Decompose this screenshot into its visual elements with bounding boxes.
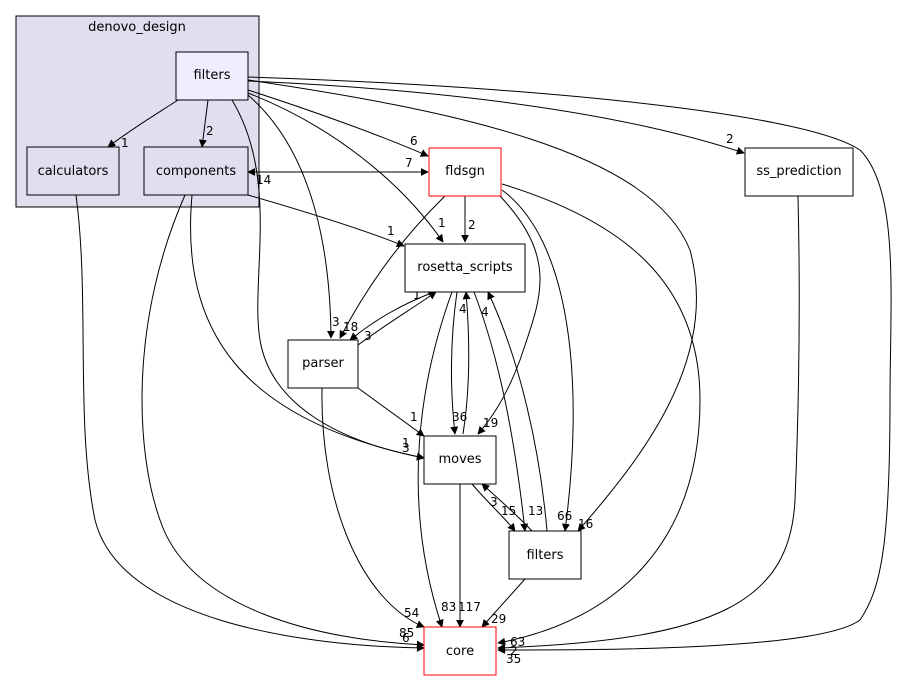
edge-rosetta-scripts-to-filters	[473, 291, 529, 532]
edge-fldsgn-to-parser	[339, 195, 446, 339]
edge-label-fldsgn-comp: 14	[256, 173, 271, 187]
node-fldsgn-box	[428, 147, 502, 197]
edge-filters-to-parser	[247, 94, 335, 339]
node-parser-box	[287, 339, 359, 389]
edge-label-fi-core: 35	[506, 652, 521, 666]
edge-components-to-moves	[190, 194, 425, 461]
edge-fldsgn-to-moves	[477, 195, 541, 435]
edge-moves-to-filters	[471, 483, 516, 532]
edge-label-fld-core: 63	[510, 635, 525, 649]
edge-label-rs-core: 83	[441, 600, 456, 614]
node-filters-protocols-box	[508, 530, 582, 580]
edge-label-fi-rs: 1	[438, 216, 446, 230]
node-calculators[interactable]: calculators	[26, 146, 120, 196]
node-filters-denovo-label: filters	[193, 68, 230, 83]
node-rosetta-scripts-box	[404, 243, 526, 293]
node-filters-protocols[interactable]: filters	[508, 530, 582, 580]
edge-filters-to-components	[198, 99, 209, 148]
edge-label-calc-core: 85	[399, 626, 414, 640]
node-components-label: components	[156, 164, 237, 179]
edge-label-parser-moves: 1	[410, 410, 418, 424]
node-calculators-box	[26, 146, 120, 196]
edge-label-fi-fldsgn: 6	[410, 134, 418, 148]
edge-rosetta-scripts-to-parser	[349, 291, 435, 341]
node-core[interactable]: core	[423, 626, 497, 676]
node-moves-label: moves	[438, 452, 481, 467]
edge-label-parser-core: 54	[404, 606, 419, 620]
edge-moves-to-rosetta-scripts	[462, 291, 471, 435]
edge-parser-to-rosetta-scripts	[357, 291, 437, 346]
edge-label-moves-core: 117	[458, 600, 481, 614]
node-core-box	[423, 626, 497, 676]
edge-filters-to-moves	[231, 99, 425, 461]
edge-label-filters-rs: 4	[481, 305, 489, 319]
node-rosetta-scripts-label: rosetta_scripts	[417, 260, 513, 275]
node-fldsgn-label: fldsgn	[445, 164, 485, 179]
node-moves[interactable]: moves	[423, 435, 497, 485]
edge-label-fld-moves: 19	[483, 416, 498, 430]
edge-label-comp-fldsgn: 7	[405, 156, 413, 170]
edge-label-rs-filters: 13	[528, 504, 543, 518]
edge-label-fi-ss: 2	[726, 132, 734, 146]
edge-components-to-core	[141, 194, 425, 649]
edge-parser-to-moves	[357, 387, 425, 437]
edge-label-parser-rs: 1	[413, 288, 421, 302]
edge-label-fi-moves: 3	[402, 441, 410, 455]
edge-label-comp-moves: 1	[402, 436, 410, 450]
edge-label-moves-rs: 4	[459, 302, 467, 316]
edge-label-fi-parser: 3	[332, 315, 340, 329]
edge-filters-to-core	[247, 76, 892, 654]
edge-filters-to-rosetta-scripts	[487, 291, 548, 532]
edge-label-rs-parser: 3	[364, 329, 372, 343]
edge-labels: 1 2 6 2 1 3 3 16 35 7 14 1 1 6 85 2 18 1…	[121, 124, 734, 666]
edge-label-fi-filters: 16	[578, 517, 593, 531]
node-ss-prediction-label: ss_prediction	[756, 164, 841, 179]
edge-label-comp-core: 6	[402, 631, 410, 645]
node-components-box	[143, 146, 249, 196]
edge-filters-to-fldsgn	[247, 89, 429, 157]
edge-filters-to-ss-prediction	[247, 80, 745, 155]
node-ss-prediction-box	[744, 147, 854, 197]
node-core-label: core	[446, 644, 474, 659]
node-parser[interactable]: parser	[287, 339, 359, 389]
edge-components-to-rosetta-scripts	[247, 194, 405, 247]
node-parser-label: parser	[302, 356, 344, 371]
edge-label-fld-rs: 2	[468, 218, 476, 232]
node-filters-denovo-box	[175, 51, 249, 101]
edge-label-ss-core: 2	[510, 644, 518, 658]
node-moves-box	[423, 435, 497, 485]
edge-filters-to-rosetta-scripts	[247, 92, 444, 243]
edge-label-comp-rs: 1	[387, 224, 395, 238]
node-calculators-label: calculators	[38, 164, 109, 179]
edge-label-fi-calc: 1	[121, 136, 129, 150]
edge-rosetta-scripts-to-moves	[450, 291, 459, 435]
node-components[interactable]: components	[143, 146, 249, 196]
node-ss-prediction[interactable]: ss_prediction	[744, 147, 854, 197]
edge-filters-to-core-out	[481, 578, 526, 628]
edge-label-fld-filters: 66	[557, 509, 572, 523]
edge-label-rs-moves: 36	[452, 410, 467, 424]
edge-label-filters-moves: 3	[490, 495, 498, 509]
nodes: filters calculators components fldsgn ss…	[26, 51, 854, 676]
edge-label-fld-parser: 18	[343, 320, 358, 334]
node-filters-protocols-label: filters	[526, 548, 563, 563]
cluster-label: denovo_design	[88, 20, 186, 35]
edge-fldsgn-to-core	[497, 183, 701, 646]
edge-filters-to-moves	[481, 483, 533, 532]
edge-filters-to-filters	[247, 79, 697, 532]
node-filters-denovo[interactable]: filters	[175, 51, 249, 101]
node-rosetta-scripts[interactable]: rosetta_scripts	[404, 243, 526, 293]
edges	[75, 76, 892, 654]
edge-filters-to-calculators	[107, 99, 179, 148]
edge-ss-prediction-to-core	[497, 195, 800, 652]
edge-rosetta-scripts-to-core	[417, 291, 453, 628]
edge-label-moves-filters: 15	[501, 504, 516, 518]
node-fldsgn[interactable]: fldsgn	[428, 147, 502, 197]
edge-label-fi-comp: 2	[206, 124, 214, 138]
edge-fldsgn-to-filters	[501, 189, 574, 532]
edge-calculators-to-core	[75, 194, 425, 652]
edge-label-filters-core: 29	[491, 612, 506, 626]
edge-parser-to-core	[321, 387, 425, 628]
